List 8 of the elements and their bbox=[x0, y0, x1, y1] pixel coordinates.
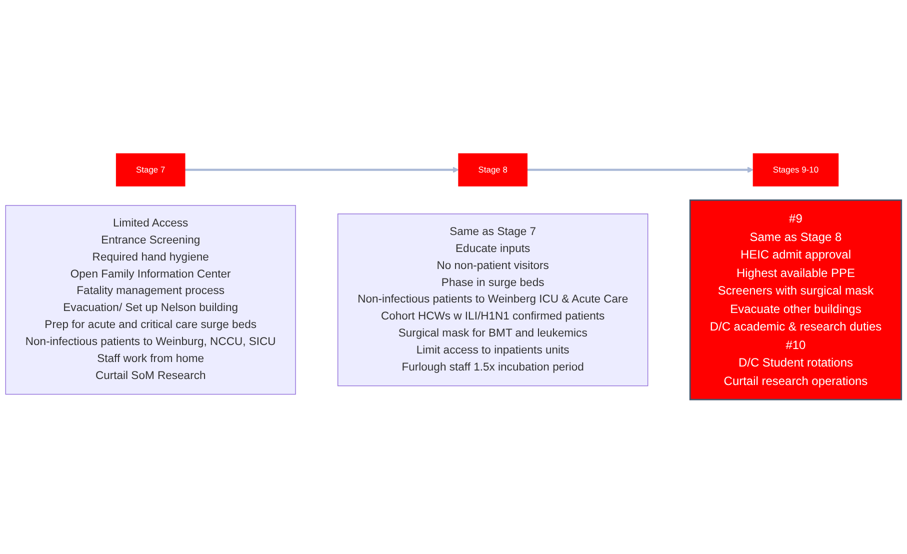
node-box: Stages 9-10 bbox=[752, 154, 839, 187]
node-box: Same as Stage 7 Educate inputs No non-patient visitors Phase in surge beds Non-infectious patients to Weinberg ICU & Acute Care Cohort HCWs w ILI/H1N1 confirmed patients Surgical mask for BMT and leukemics Limit access to inpatients units Furlough staff 1.5x incubation period bbox=[337, 214, 648, 387]
node-box: #9 Same as Stage 8 HEIC admit approval Highest available PPE Screeners with surgical mask Evacuate other buildings D/C academic & research duties #10 D/C Student rotations Curtail research operations bbox=[689, 200, 902, 401]
node-box: Stage 8 bbox=[458, 154, 528, 187]
node-box: Limited Access Entrance Screening Required hand hygiene Open Family Information Center Fatality management process Evacuation/ Set up Nelson building Prep for acute and critical care surge beds Non-infectious patients to Weinburg, NCCU, SICU Staff work from home Curtail SoM Research bbox=[5, 205, 296, 396]
node-box: Stage 7 bbox=[116, 154, 186, 187]
arrow bbox=[527, 167, 754, 174]
arrow bbox=[184, 167, 459, 174]
